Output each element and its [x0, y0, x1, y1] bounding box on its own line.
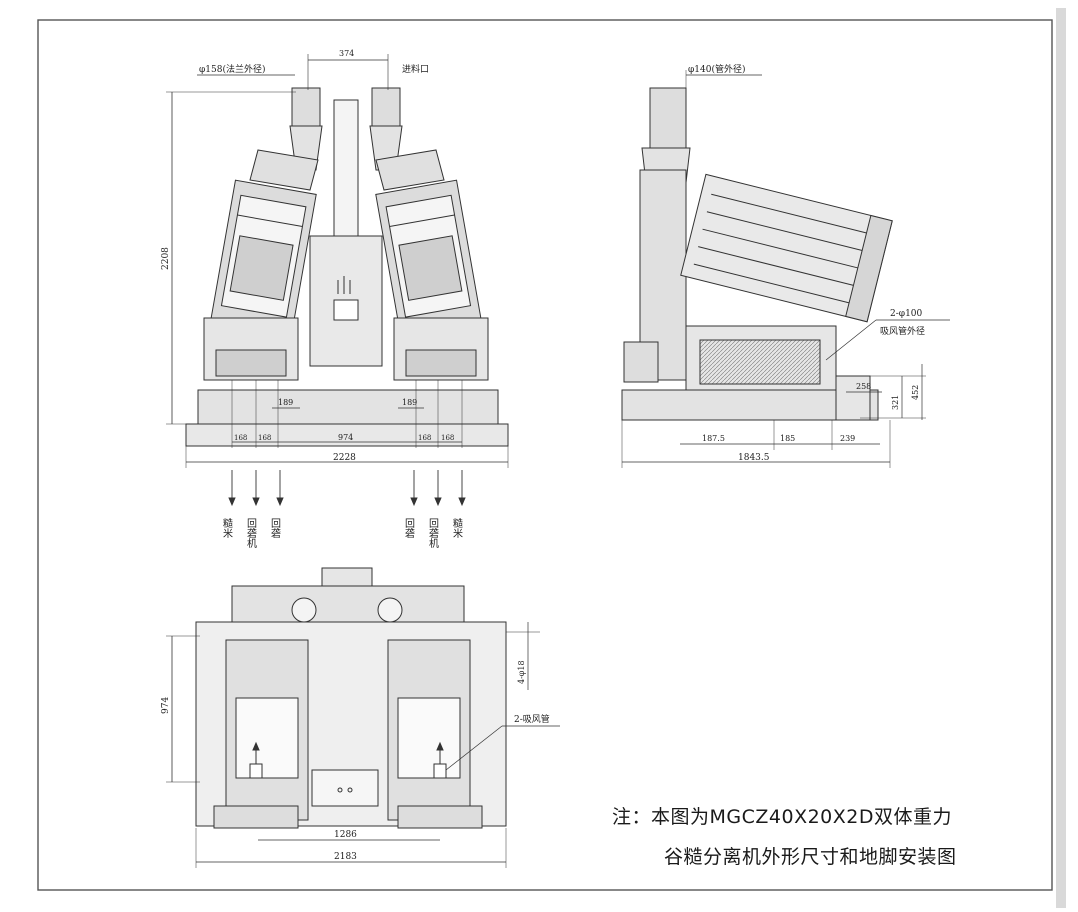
front-foot-right-b: 168 [441, 434, 454, 442]
top-overall-width: 2183 [334, 852, 357, 862]
page-shadow [1056, 8, 1066, 908]
side-dim-258: 258 [856, 382, 871, 391]
front-right-inlet [371, 87, 401, 127]
outlet-right-3: 糙米 [451, 517, 463, 539]
side-base [621, 389, 879, 421]
side-dim-452: 452 [911, 385, 920, 400]
front-left-drum [210, 179, 317, 333]
side-view [621, 70, 950, 468]
front-inner-spacing-left: 189 [278, 398, 293, 407]
top-bolt-holes: 4-φ18 [517, 660, 526, 684]
side-suction-pipe-label: 吸风管外径 [880, 325, 925, 337]
side-dim-239: 239 [840, 434, 855, 443]
front-left-inlet [291, 87, 321, 127]
note-line-2: 谷糙分离机外形尺寸和地脚安装图 [664, 846, 957, 868]
outlet-left-3: 回砻 [269, 518, 281, 539]
outlet-right-2: 回砻机 [427, 518, 439, 549]
note-line-1: 注：本图为MGCZ40X20X2D双体重力 [612, 806, 953, 828]
side-dim-185: 185 [780, 434, 795, 443]
front-frame [197, 389, 499, 425]
front-overall-width: 2228 [333, 453, 356, 463]
front-view [166, 54, 509, 507]
side-inlet [649, 87, 687, 149]
side-overall-length: 1843.5 [738, 453, 770, 463]
top-suction-pipes-label: 2-吸风管 [514, 713, 550, 725]
front-outlet-arrows [228, 470, 466, 507]
side-pipe-diameter-label: φ140(管外径) [688, 63, 746, 75]
front-height-dim: 2208 [161, 247, 171, 270]
front-outlet-labels: 糙米 回砻机 回砻 回砻 回砻机 糙米 [221, 517, 463, 549]
front-foot-right-a: 168 [418, 434, 431, 442]
front-foot-left-a: 168 [234, 434, 247, 442]
top-view [166, 567, 560, 868]
front-inlet-label: 进料口 [402, 63, 429, 75]
front-foot-left-b: 168 [258, 434, 271, 442]
front-center-spacing: 974 [338, 433, 353, 442]
side-suction-pipe-count: 2-φ100 [890, 309, 923, 319]
side-dim-321: 321 [891, 395, 900, 410]
outlet-right-1: 回砻 [403, 518, 415, 539]
outlet-left-2: 回砻机 [245, 518, 257, 549]
side-drum [680, 173, 893, 323]
front-inner-spacing-right: 189 [402, 398, 417, 407]
front-pipe-diameter-label: φ158(法兰外径) [199, 63, 266, 75]
side-dim-187: 187.5 [702, 434, 725, 443]
front-inlet-spacing: 374 [339, 49, 354, 58]
front-column [333, 99, 359, 241]
top-depth-dim: 974 [161, 697, 171, 714]
drawing-border [37, 19, 1053, 891]
front-right-drum [375, 179, 482, 333]
outlet-left-1: 糙米 [221, 517, 233, 539]
front-center-window [333, 299, 359, 321]
top-inner-width: 1286 [334, 830, 357, 840]
